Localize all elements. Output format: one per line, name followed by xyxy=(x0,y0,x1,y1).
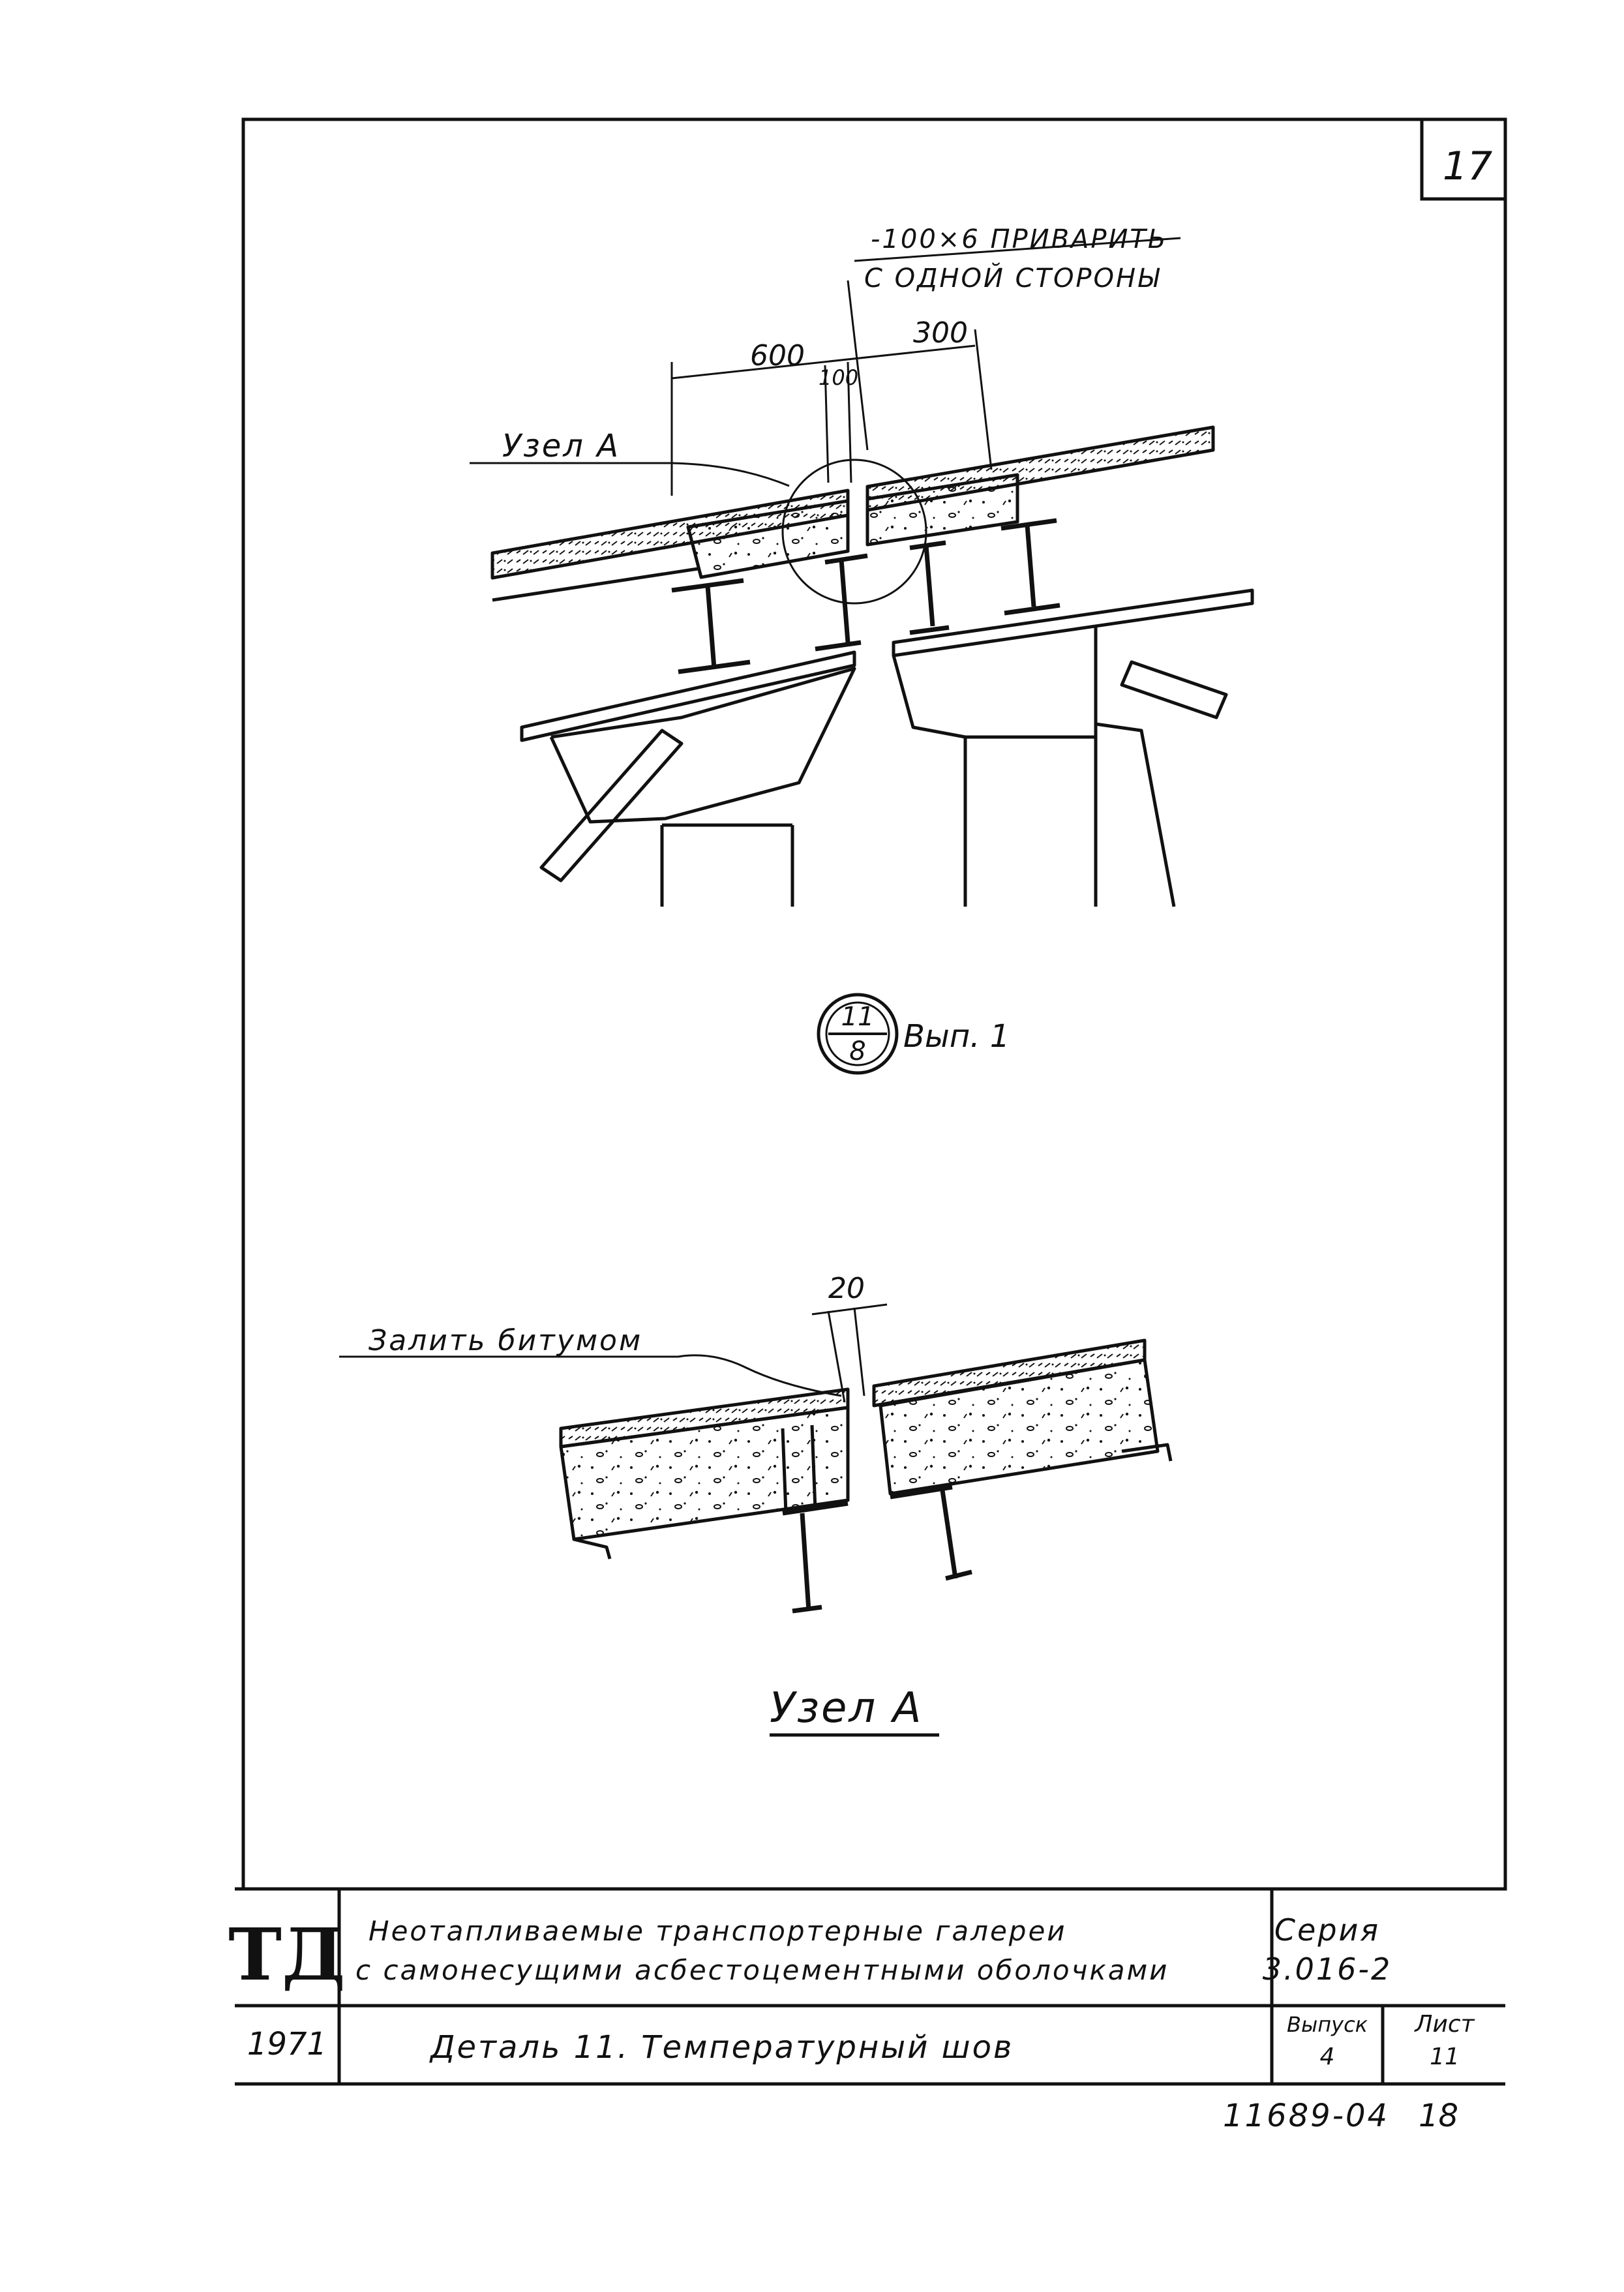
reference-mark: 11 8 Вып. 1 xyxy=(817,993,1010,1075)
weld-note-line2: С ОДНОЙ СТОРОНЫ xyxy=(864,262,1161,294)
sheet-value: 11 xyxy=(1430,2043,1460,2070)
node-a-title: Узел А xyxy=(770,1684,923,1732)
issue-label: Выпуск xyxy=(1287,2012,1368,2037)
right-lower-chord xyxy=(892,588,1254,657)
title-detail: Деталь 11. Температурный шов xyxy=(429,2029,1014,2066)
left-lower-chord xyxy=(520,650,856,742)
title-line2: с самонесущими асбестоцементными оболочк… xyxy=(355,1954,1169,1986)
left-brace xyxy=(539,729,684,882)
node-a-right-plate xyxy=(1121,1443,1173,1462)
left-roof-panel xyxy=(686,499,850,579)
dim-600: 600 xyxy=(750,339,805,372)
upper-section-drawing xyxy=(470,425,1254,907)
node-a-drawing xyxy=(339,1338,1173,1614)
right-brace xyxy=(1120,660,1228,719)
dim-20: 20 xyxy=(828,1272,865,1305)
dim-100: 100 xyxy=(819,365,858,390)
ref-suffix: Вып. 1 xyxy=(903,1018,1010,1055)
ref-numerator: 11 xyxy=(841,1002,875,1032)
left-ibeam xyxy=(671,578,751,674)
series-label: Серия xyxy=(1274,1912,1380,1948)
right-roof-panel xyxy=(865,473,1019,547)
series-value: 3.016-2 xyxy=(1263,1952,1392,1987)
title-logo: ТД xyxy=(228,1912,346,1997)
sheet-number-box: 17 xyxy=(1420,119,1505,201)
right-column xyxy=(892,626,1098,907)
left-bracket xyxy=(549,667,856,824)
middle-ibeam xyxy=(815,553,868,652)
title-line1: Неотапливаемые транспортерные галереи xyxy=(368,1915,1067,1947)
node-a-right-panel xyxy=(879,1358,1160,1496)
title-block xyxy=(235,1887,1505,2086)
sheet-number-top: 17 xyxy=(1443,143,1492,189)
node-a-left-plate xyxy=(573,1537,612,1560)
node-a-left-beam xyxy=(782,1501,849,1614)
right-column-flange xyxy=(1095,722,1176,907)
right-ibeam-b xyxy=(1000,518,1060,616)
dim-300: 300 xyxy=(913,316,968,350)
sheet-frame xyxy=(241,117,1507,1891)
issue-value: 4 xyxy=(1320,2043,1335,2070)
title-year: 1971 xyxy=(247,2026,327,2062)
node-a-right-beam xyxy=(890,1485,972,1581)
page-number: 18 xyxy=(1419,2098,1458,2134)
upper-dimensions xyxy=(670,237,1181,496)
ref-denominator: 8 xyxy=(849,1036,865,1066)
bitumen-note: Залить битумом xyxy=(368,1324,642,1357)
node-a-left-panel xyxy=(559,1406,850,1541)
sheet-label: Лист xyxy=(1413,2011,1475,2038)
node-a-dimension xyxy=(811,1303,888,1403)
detail-callout-circle xyxy=(781,459,927,605)
weld-note-line1: -100×6 ПРИВАРИТЬ xyxy=(871,224,1167,254)
left-column xyxy=(660,823,794,907)
node-a-left-web xyxy=(781,1425,817,1514)
archive-number: 11689-04 xyxy=(1223,2098,1389,2134)
node-label-upper: Узел А xyxy=(502,428,620,464)
right-ibeam-a xyxy=(909,540,950,635)
